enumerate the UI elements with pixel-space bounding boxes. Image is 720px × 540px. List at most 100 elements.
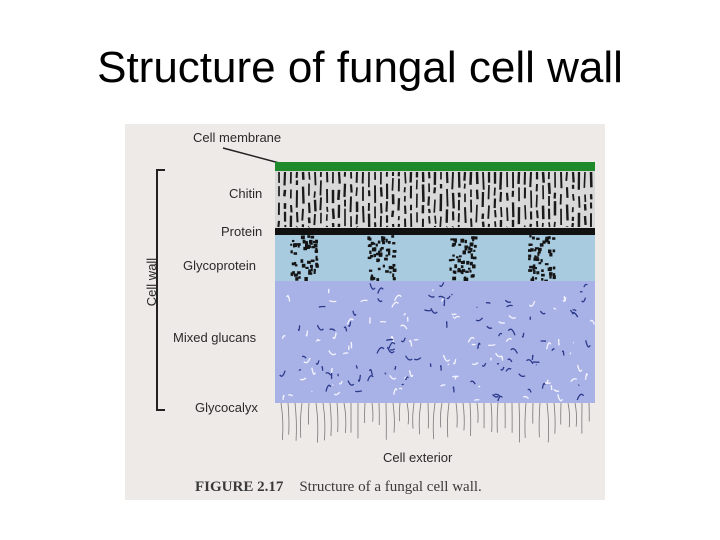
protein-layer (275, 228, 595, 235)
glycoprotein-mark (470, 253, 473, 257)
cell-wall-label: Cell wall (144, 257, 159, 307)
glucan-strand (384, 372, 387, 375)
glucan-strand (369, 283, 376, 290)
glycoprotein-mark (392, 255, 396, 258)
glucan-strand (490, 357, 492, 361)
chitin-strand (565, 204, 569, 221)
glucan-strand (510, 348, 518, 354)
glycoprotein-mark (391, 235, 395, 238)
glycoprotein-mark (536, 256, 539, 259)
chitin-strand (308, 171, 311, 180)
glycoprotein-mark (392, 268, 397, 272)
glycoprotein-mark (303, 246, 308, 251)
glycoprotein-mark (315, 255, 318, 260)
glycoprotein-mark (384, 257, 388, 261)
glycoprotein-mark (464, 247, 468, 251)
glycoprotein-mark (377, 267, 381, 271)
glycoprotein-mark (457, 258, 461, 263)
glycoprotein-mark (305, 266, 309, 269)
chitin-strand (283, 189, 287, 197)
glycoprotein-mark (534, 249, 537, 252)
chitin-strand (307, 202, 311, 214)
glycoprotein-mark (452, 242, 456, 246)
glycoprotein-mark (538, 262, 542, 265)
glycocalyx-fibril (469, 402, 472, 436)
glycoprotein-mark (313, 271, 316, 274)
glycocalyx-label: Glycocalyx (195, 400, 258, 415)
glucan-strand (389, 374, 397, 380)
glucan-strand (405, 376, 409, 381)
glucan-strand (452, 359, 457, 365)
glycoprotein-mark (537, 252, 540, 256)
chitin-strand (475, 189, 479, 200)
glycoprotein-mark (541, 273, 545, 277)
glycoprotein-mark (531, 276, 534, 280)
chitin-strand (451, 192, 455, 209)
glucan-strand (569, 309, 575, 314)
glycoprotein-mark (469, 242, 474, 247)
glycoprotein-mark (450, 258, 455, 261)
glucan-strand (577, 384, 580, 387)
glucan-strand (441, 298, 446, 302)
glycoprotein-mark (392, 263, 396, 267)
chitin-strand (572, 193, 575, 201)
glucan-strand (388, 342, 396, 349)
chitin-strand (494, 221, 497, 228)
chitin-strand (535, 194, 538, 208)
glycoprotein-mark (547, 240, 551, 245)
glycoprotein-mark (310, 268, 313, 272)
glycocalyx-fibril (553, 402, 556, 434)
glycoprotein-mark (464, 245, 469, 249)
glycoprotein-layer (275, 235, 595, 281)
glycoprotein-mark (313, 243, 318, 248)
glycoprotein-mark (312, 240, 316, 244)
glycoprotein-mark (533, 270, 536, 274)
glycoprotein-mark (549, 252, 553, 257)
glycocalyx-fibril (496, 402, 499, 433)
cell-wall-figure: Cell membrane Chitin Protein Glycoprotei… (125, 124, 605, 500)
chitin-strand (433, 187, 437, 194)
glycoprotein-mark (462, 260, 465, 264)
glucan-strand (589, 319, 596, 325)
glycoprotein-mark (535, 258, 540, 262)
glycoprotein-mark (297, 243, 301, 246)
chitin-strand (427, 208, 431, 214)
glycoprotein-mark (313, 268, 316, 272)
glucan-strand (299, 377, 307, 381)
glucan-strand (442, 354, 451, 362)
glycoprotein-mark (379, 252, 383, 256)
chitin-strand (391, 210, 395, 218)
glucan-strand (572, 309, 577, 312)
glycoprotein-mark (315, 258, 319, 261)
glucan-strand (545, 382, 552, 385)
glycoprotein-mark (290, 243, 293, 246)
glycoprotein-mark (452, 276, 457, 281)
glucan-strand (400, 337, 406, 343)
glycoprotein-mark (542, 240, 546, 244)
glycoprotein-mark (465, 270, 469, 273)
glucan-strand (470, 380, 476, 385)
glycocalyx-fibril (538, 402, 541, 438)
glycoprotein-mark (304, 243, 309, 248)
glucan-strand (377, 287, 384, 294)
glycoprotein-mark (528, 257, 531, 261)
glycoprotein-mark (304, 277, 308, 281)
glycoprotein-mark (548, 266, 553, 270)
glucan-strand (408, 370, 414, 378)
glycocalyx-fibril (307, 402, 310, 425)
glycoprotein-mark (292, 244, 296, 248)
glycoprotein-mark (536, 237, 540, 241)
glucan-strand (346, 318, 354, 325)
glycoprotein-mark (297, 271, 301, 275)
chitin-strand (571, 222, 575, 228)
glycoprotein-mark (389, 271, 392, 274)
glycoprotein-mark (392, 277, 396, 281)
chitin-strand (553, 221, 556, 228)
glucan-strand (386, 338, 394, 342)
figure-number: FIGURE 2.17 (195, 479, 284, 495)
glycocalyx-fibril (518, 402, 521, 443)
glycoprotein-mark (382, 240, 385, 244)
glycoprotein-mark (300, 235, 305, 240)
glucan-strand (393, 294, 402, 302)
glucan-strand (550, 385, 553, 391)
